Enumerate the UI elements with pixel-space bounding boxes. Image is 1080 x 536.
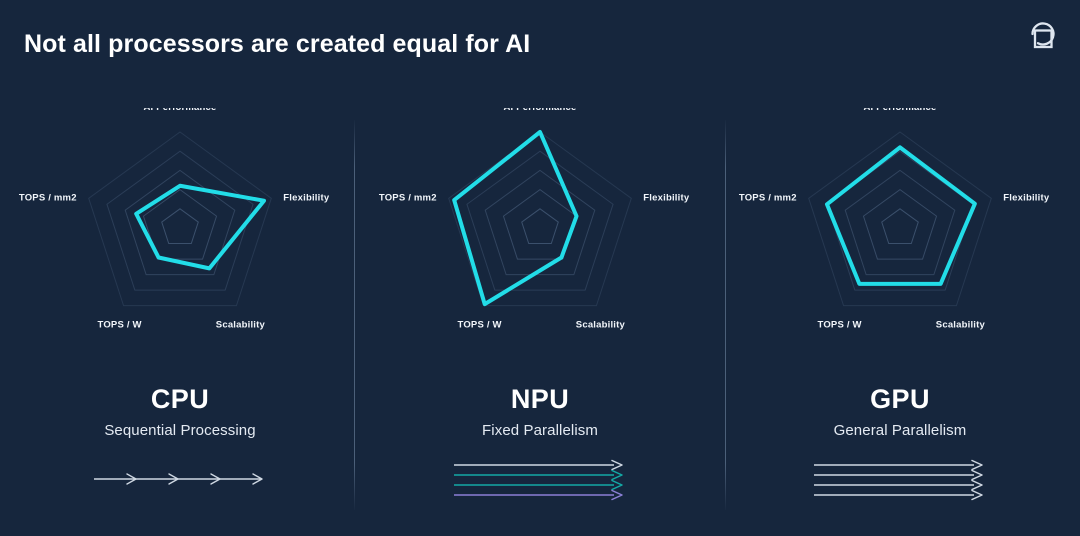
arrow-head <box>971 479 983 491</box>
radar-grid-ring <box>124 169 236 276</box>
radar-axis-label: Scalability <box>216 320 266 331</box>
panel-npu: AI PerformanceFlexibilityScalability TOPS… <box>360 108 720 536</box>
radar-grid-ring <box>88 131 272 307</box>
diagram-npu-parallel <box>450 456 630 507</box>
circle-square-logo <box>1008 14 1060 54</box>
radar-grid-ring <box>142 188 218 260</box>
diagram-cpu-sequential <box>90 456 270 507</box>
radar-axis-label: TOPS / mm2 <box>19 192 77 203</box>
panel-divider-1 <box>354 120 355 510</box>
processor-name-cpu: CPU <box>150 384 210 414</box>
diagram-gpu-parallel <box>810 456 990 507</box>
radar-chart-gpu: AI PerformanceFlexibilityScalability TOPS… <box>735 108 1065 364</box>
panels-container: AI PerformanceFlexibilityScalability TOPS… <box>0 108 1080 536</box>
radar-axis-label: TOPS / W <box>98 320 142 331</box>
radar-axis-labels-gpu: AI PerformanceFlexibilityScalability TOPS… <box>739 108 1050 331</box>
arrow-head <box>168 473 179 485</box>
radar-grid-ring <box>881 208 919 245</box>
radar-axis-label: TOPS / mm2 <box>379 192 437 203</box>
radar-series-npu <box>452 130 579 307</box>
arrow-head <box>611 479 623 491</box>
radar-axis-label: Scalability <box>576 320 626 331</box>
arrow-head <box>611 489 623 501</box>
processor-name-gpu: GPU <box>870 384 930 414</box>
arrow-head <box>971 489 983 501</box>
radar-series-cpu <box>134 183 266 271</box>
panel-gpu: AI PerformanceFlexibilityScalability TOPS… <box>720 108 1080 536</box>
radar-axis-label: TOPS / W <box>458 320 502 331</box>
radar-grid-ring <box>808 131 992 307</box>
radar-axis-label: TOPS / W <box>818 320 862 331</box>
radar-axis-label: AI Performance <box>503 108 576 113</box>
arrow-head <box>252 473 263 485</box>
page-title: Not all processors are created equal for… <box>24 30 531 58</box>
radar-axis-label: Flexibility <box>283 192 330 203</box>
arrow-head <box>611 459 623 471</box>
radar-chart-npu: AI PerformanceFlexibilityScalability TOPS… <box>375 108 705 364</box>
radar-grid-ring <box>161 208 199 245</box>
radar-axis-label: Scalability <box>936 320 986 331</box>
radar-grid-npu <box>448 131 632 307</box>
radar-grid-ring <box>862 188 938 260</box>
radar-grid-ring <box>502 188 578 260</box>
panel-divider-2 <box>725 120 726 510</box>
processor-name-npu: NPU <box>510 384 570 414</box>
radar-grid-ring <box>521 208 559 245</box>
processor-subtitle-cpu: Sequential Processing <box>104 422 256 439</box>
radar-series-gpu <box>824 145 977 286</box>
arrow-head <box>971 459 983 471</box>
radar-axis-label: Flexibility <box>1003 192 1050 203</box>
arrow-head <box>971 469 983 481</box>
radar-grid-ring <box>466 150 614 291</box>
arrow-head <box>126 473 137 485</box>
radar-axis-labels-npu: AI PerformanceFlexibilityScalability TOPS… <box>379 108 690 331</box>
radar-grid-ring <box>448 131 632 307</box>
radar-axis-labels-cpu: AI PerformanceFlexibilityScalability TOPS… <box>19 108 330 331</box>
panel-cpu: AI PerformanceFlexibilityScalability TOPS… <box>0 108 360 536</box>
radar-axis-label: AI Performance <box>143 108 216 113</box>
arrow-head <box>611 469 623 481</box>
radar-axis-label: TOPS / mm2 <box>739 192 797 203</box>
radar-grid-ring <box>844 169 956 276</box>
arrow-head <box>210 473 221 485</box>
radar-axis-label: AI Performance <box>863 108 936 113</box>
processor-subtitle-gpu: General Parallelism <box>833 422 967 439</box>
radar-axis-label: Flexibility <box>643 192 690 203</box>
radar-chart-cpu: AI PerformanceFlexibilityScalability TOPS… <box>15 108 345 364</box>
processor-subtitle-npu: Fixed Parallelism <box>482 422 598 439</box>
radar-grid-gpu <box>808 131 992 307</box>
radar-grid-cpu <box>88 131 272 307</box>
radar-grid-ring <box>484 169 596 276</box>
